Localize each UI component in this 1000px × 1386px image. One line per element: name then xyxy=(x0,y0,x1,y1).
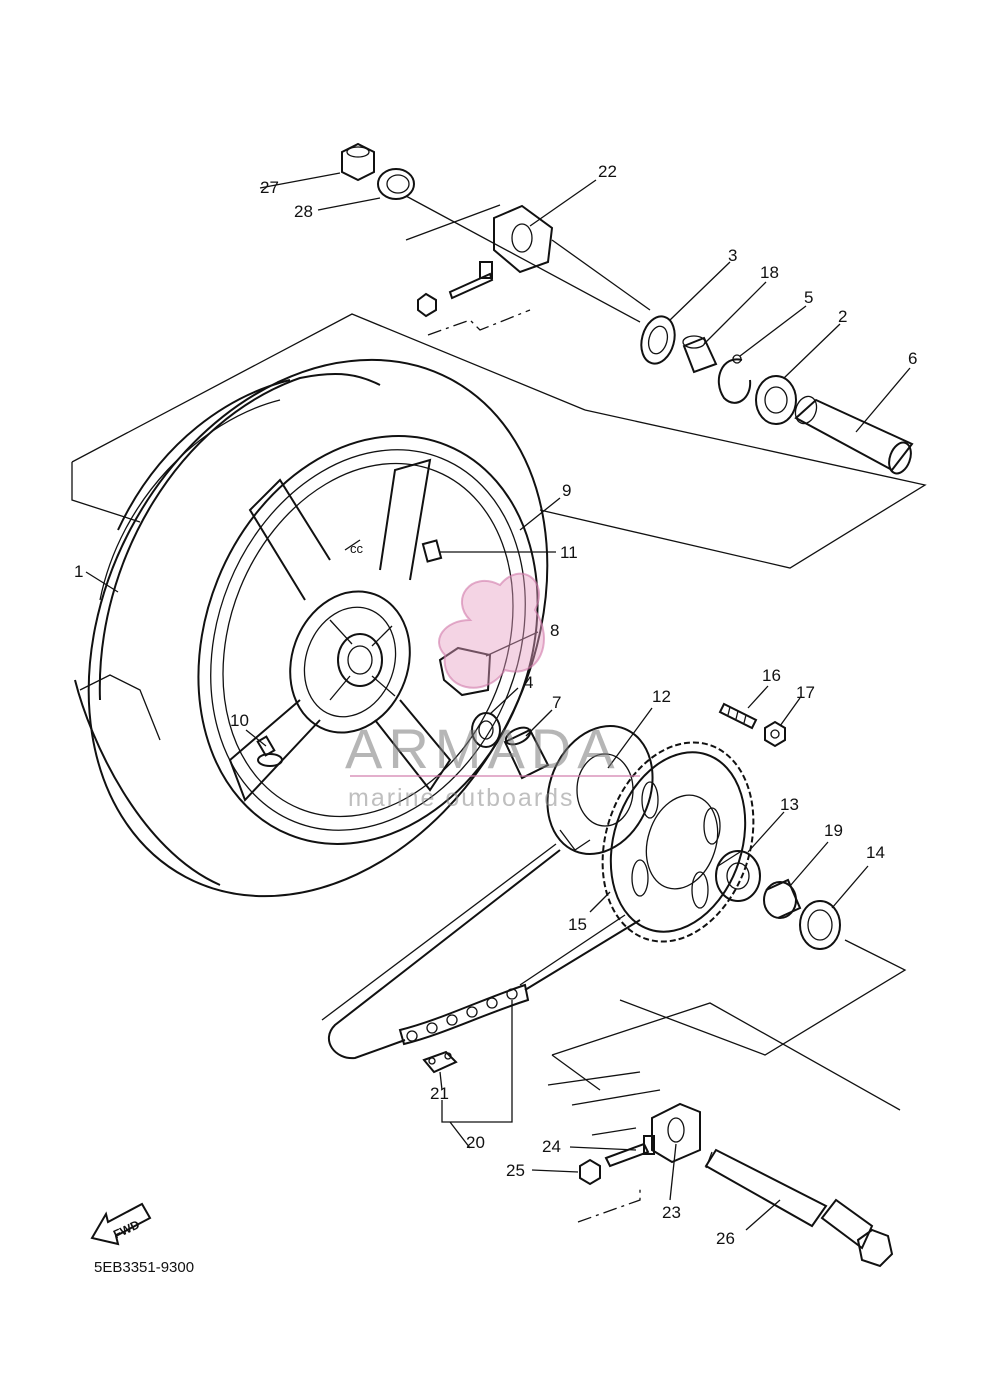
callout-17: 17 xyxy=(796,683,815,702)
callout-5: 5 xyxy=(804,288,813,307)
reference-planes xyxy=(71,204,927,1223)
wheel-rim xyxy=(197,435,539,845)
collar-18 xyxy=(682,335,718,374)
callout-19: 19 xyxy=(824,821,843,840)
callout-28: 28 xyxy=(294,202,313,221)
collar-19 xyxy=(763,878,802,919)
chain-puller-22 xyxy=(417,204,554,318)
nut-17 xyxy=(764,720,786,748)
axle-26 xyxy=(704,1148,894,1268)
collar-7 xyxy=(503,726,550,780)
tyre-valve xyxy=(256,735,283,767)
bearing-13 xyxy=(715,850,761,902)
callout-23: 23 xyxy=(662,1203,681,1222)
stud-16 xyxy=(718,702,758,730)
callout-22: 22 xyxy=(598,162,617,181)
callout-13: 13 xyxy=(780,795,799,814)
callout-2: 2 xyxy=(838,307,847,326)
fwd-label: FWD xyxy=(111,1217,142,1241)
wheel-hub xyxy=(289,590,411,734)
callout-15: 15 xyxy=(568,915,587,934)
watermark-brand: ARMADA xyxy=(345,717,621,780)
oil-seal-3 xyxy=(640,315,676,365)
callout-11: 11 xyxy=(560,543,578,562)
rear-sprocket xyxy=(601,741,755,943)
chain-joint-21 xyxy=(422,1050,458,1074)
callout-12: 12 xyxy=(652,687,671,706)
callout-20: 20 xyxy=(466,1133,485,1152)
watermark: ARMADA marine outboards xyxy=(345,572,640,812)
svg-text:cc: cc xyxy=(350,541,364,556)
chain-puller-23 xyxy=(651,1102,701,1164)
callout-10: 10 xyxy=(230,711,249,730)
bearing-4 xyxy=(471,712,501,748)
axle-nut-27 xyxy=(341,142,375,182)
callout-16: 16 xyxy=(762,666,781,685)
callout-27: 27 xyxy=(260,178,279,197)
callout-3: 3 xyxy=(728,246,737,265)
callout-21: 21 xyxy=(430,1084,449,1103)
bearing-2 xyxy=(755,375,797,425)
drive-chain xyxy=(321,843,641,1060)
washer-28 xyxy=(377,168,415,200)
fwd-arrow-icon: FWD xyxy=(90,1202,152,1246)
callout-1: 1 xyxy=(74,562,83,581)
callout-6: 6 xyxy=(908,349,917,368)
callout-25: 25 xyxy=(506,1161,525,1180)
oil-seal-14 xyxy=(799,900,841,950)
balance-weight xyxy=(421,539,443,563)
nut-25 xyxy=(579,1158,601,1186)
spacer-6 xyxy=(794,395,914,475)
callout-26: 26 xyxy=(716,1229,735,1248)
bolt-24 xyxy=(604,1135,655,1168)
callout-4: 4 xyxy=(524,673,533,692)
callout-18: 18 xyxy=(760,263,779,282)
callout-7: 7 xyxy=(552,693,561,712)
diagram-code: 5EB3351-9300 xyxy=(94,1259,194,1276)
callout-14: 14 xyxy=(866,843,885,862)
callout-8: 8 xyxy=(550,621,559,640)
leader-lines xyxy=(85,172,911,1231)
watermark-tagline: marine outboards xyxy=(348,784,575,812)
hub-damper xyxy=(438,646,492,697)
watermark-logo-icon xyxy=(438,572,545,689)
circlip-5 xyxy=(717,354,752,404)
callout-labels: 1 2 3 4 5 6 7 8 9 10 11 12 13 14 15 16 1… xyxy=(74,162,917,1248)
callout-24: 24 xyxy=(542,1137,561,1156)
callout-9: 9 xyxy=(562,481,571,500)
